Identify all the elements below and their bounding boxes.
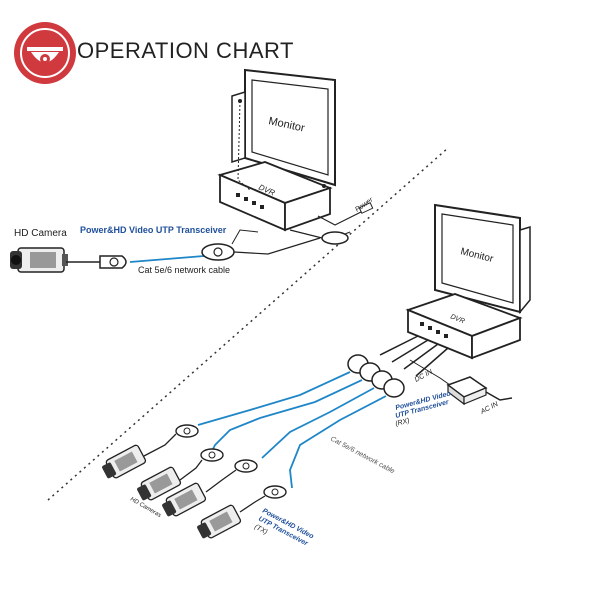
dc-in-label: DC IN xyxy=(414,368,435,384)
transceiver-tx-top xyxy=(99,255,127,269)
ac-in-label: AC IN xyxy=(479,400,500,416)
transceiver-tx-1 xyxy=(175,424,199,438)
hd-camera-3 xyxy=(162,482,207,517)
rx-label-line3: (RX) xyxy=(395,417,411,427)
hd-cameras-label: HD Cameras xyxy=(129,497,162,520)
cat-cable-top xyxy=(129,255,205,263)
hd-camera-2 xyxy=(137,466,182,501)
dvr-top: DVR xyxy=(217,161,333,232)
transceiver-tx-3 xyxy=(234,459,258,473)
monitor-bottom: Monitor xyxy=(434,203,531,315)
power-adapter xyxy=(446,376,488,406)
cat-cable-bottom-label: Cat 5e/6 network cable xyxy=(329,436,396,476)
dome-camera-icon xyxy=(14,22,76,84)
hd-camera-single xyxy=(10,247,68,273)
transceiver-label: Power&HD Video UTP Transceiver xyxy=(80,225,227,235)
page-title: OPERATION CHART xyxy=(77,38,294,63)
divider-line xyxy=(47,147,449,501)
dvr-bottom: DVR xyxy=(405,293,523,360)
hd-camera-4 xyxy=(197,504,242,539)
cat-cables-bottom xyxy=(197,371,387,489)
monitor-top: Monitor xyxy=(231,68,336,187)
cat-cable-top-label: Cat 5e/6 network cable xyxy=(138,265,230,275)
hd-camera-label: HD Camera xyxy=(14,228,67,239)
transceiver-tx-2 xyxy=(200,448,224,462)
hd-camera-1 xyxy=(102,444,147,479)
transceiver-tx-4 xyxy=(263,485,287,499)
transceiver-rx-top xyxy=(289,229,351,245)
transceiver-rx-top-2 xyxy=(201,243,235,261)
transceiver-rx-cluster xyxy=(347,354,405,398)
